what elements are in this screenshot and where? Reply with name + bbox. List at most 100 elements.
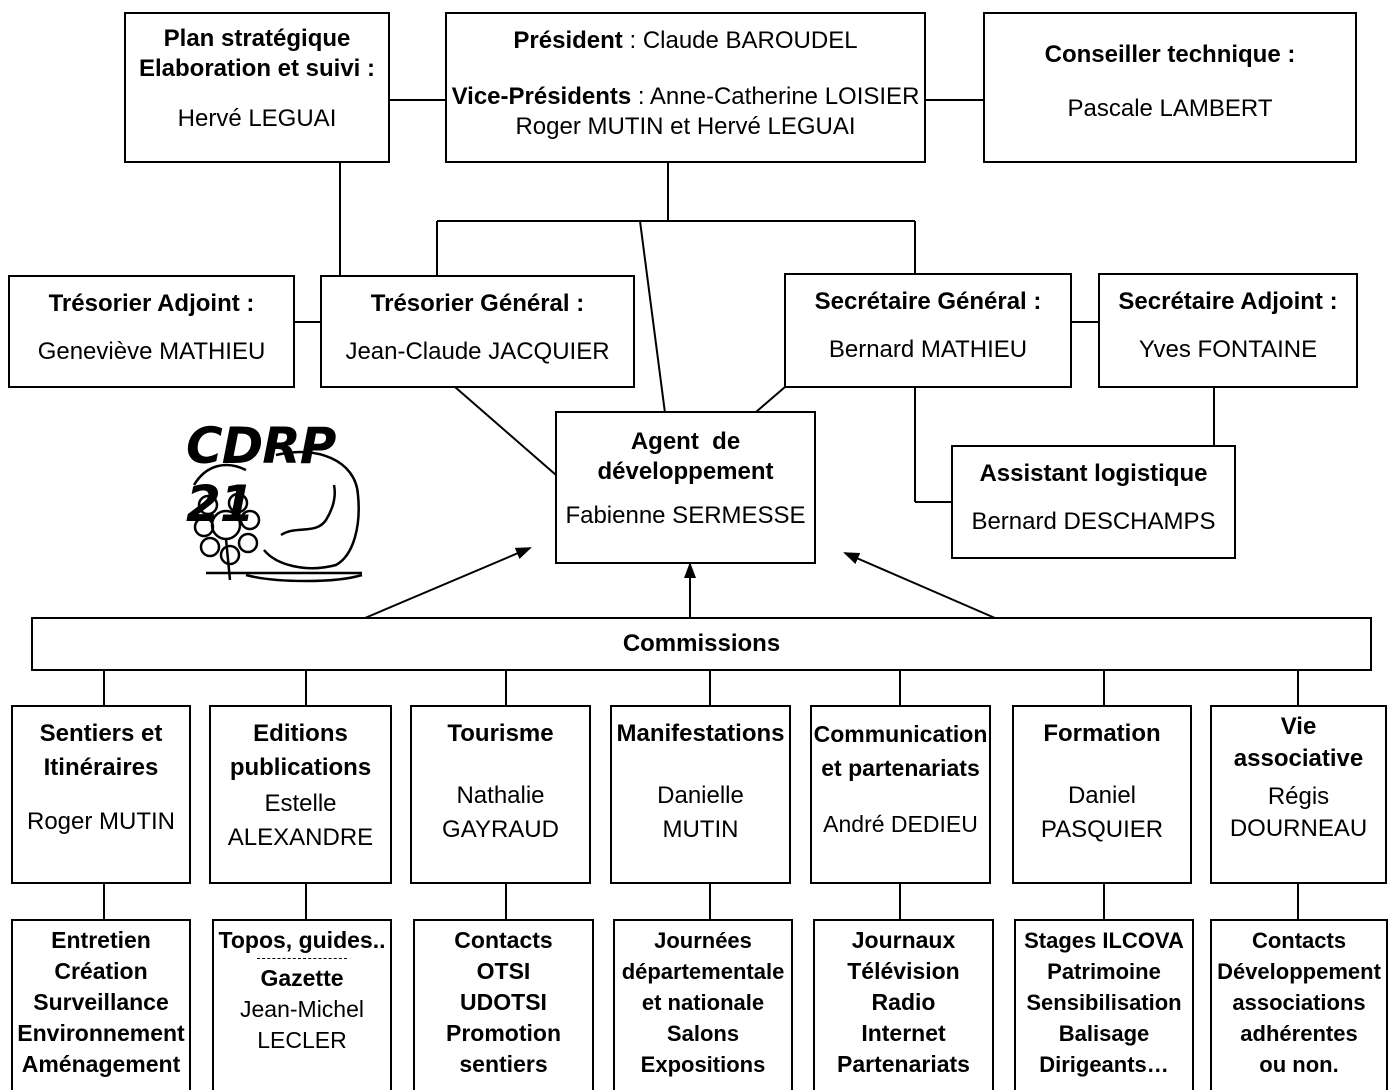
task-item: adhérentes: [1240, 1021, 1358, 1046]
commission-manifestations: Manifestations Danielle MUTIN: [610, 705, 791, 884]
task-item: Patrimoine: [1047, 959, 1161, 984]
plan-name: Hervé LEGUAI: [177, 105, 337, 132]
president-sep: :: [622, 27, 643, 54]
secretaire-adjoint-title: Secrétaire Adjoint :: [1118, 288, 1338, 315]
commission-communication: Communication et partenariats André DEDI…: [810, 705, 991, 884]
line-tresorier-agent: [454, 386, 557, 476]
tasks-formation: Stages ILCOVA Patrimoine Sensibilisation…: [1014, 919, 1194, 1090]
commission-title: Tourisme: [447, 720, 554, 747]
task-item: Salons: [666, 1021, 740, 1046]
task-item: Gazette: [260, 965, 344, 991]
secretaire-adjoint-box: Secrétaire Adjoint : Yves FONTAINE: [1098, 273, 1358, 388]
commissions-title: Commissions: [622, 630, 781, 657]
task-item: Télévision: [847, 958, 960, 984]
line-secretaire-agent: [755, 386, 786, 413]
commission-name: DOURNEAU: [1229, 815, 1368, 842]
conseiller-title: Conseiller technique :: [1044, 41, 1296, 68]
commission-title: associative: [1233, 745, 1364, 772]
task-item: Contacts: [1251, 928, 1347, 953]
task-item: Promotion: [446, 1020, 561, 1046]
secretaire-general-box: Secrétaire Général : Bernard MATHIEU: [784, 273, 1072, 388]
tasks-vie-associative: Contacts Développement associations adhé…: [1210, 919, 1388, 1090]
commission-title: Communication: [813, 721, 988, 747]
secretaire-general-name: Bernard MATHIEU: [828, 336, 1028, 363]
task-item: UDOTSI: [460, 989, 547, 1015]
commission-name: Danielle: [657, 782, 744, 809]
commission-name: Estelle: [264, 790, 337, 817]
task-item: sentiers: [459, 1051, 548, 1077]
commission-name: MUTIN: [662, 816, 739, 843]
agent-box: Agent de développement Fabienne SERMESSE: [555, 411, 816, 564]
commission-name: Daniel: [1067, 782, 1137, 809]
vp-sep: :: [631, 83, 650, 110]
dashed-divider: [257, 958, 347, 959]
tasks-tourisme: Contacts OTSI UDOTSI Promotion sentiers: [413, 919, 594, 1090]
commission-name: Nathalie: [456, 782, 545, 809]
commission-name: GAYRAUD: [442, 816, 559, 843]
task-item: Journées: [654, 928, 752, 953]
agent-title-1: Agent de: [630, 428, 741, 455]
president-name: Claude BAROUDEL: [642, 27, 858, 54]
tresorier-adjoint-box: Trésorier Adjoint : Geneviève MATHIEU: [8, 275, 295, 388]
line-bar-agent: [639, 220, 666, 414]
task-item: Partenariats: [837, 1051, 970, 1077]
commission-name: Roger MUTIN: [26, 808, 176, 835]
logo-text: CDRP 21: [186, 417, 336, 533]
secretaire-adjoint-name: Yves FONTAINE: [1138, 336, 1318, 363]
tresorier-general-box: Trésorier Général : Jean-Claude JACQUIER: [320, 275, 635, 388]
task-item: Expositions: [640, 1052, 766, 1077]
commission-vie-associative: Vie associative Régis DOURNEAU: [1210, 705, 1387, 884]
tasks-editions: Topos, guides.. Gazette Jean-Michel LECL…: [212, 919, 392, 1090]
task-item: Entretien: [51, 927, 151, 953]
commission-editions: Editions publications Estelle ALEXANDRE: [209, 705, 392, 884]
task-item: Aménagement: [21, 1051, 181, 1077]
commission-formation: Formation Daniel PASQUIER: [1012, 705, 1192, 884]
commissions-bar: Commissions: [31, 617, 1372, 671]
task-item: départementale: [621, 959, 785, 984]
tresorier-general-name: Jean-Claude JACQUIER: [345, 338, 610, 365]
commission-name: PASQUIER: [1040, 816, 1164, 843]
tasks-communication: Journaux Télévision Radio Internet Parte…: [813, 919, 994, 1090]
task-item: Contacts: [454, 927, 553, 953]
president-label: Président: [513, 27, 623, 54]
commission-title: Sentiers et: [39, 720, 163, 747]
plan-title-1: Plan stratégique: [163, 25, 351, 52]
plan-strategique-box: Plan stratégique Elaboration et suivi : …: [124, 12, 390, 163]
task-item: Balisage: [1058, 1021, 1150, 1046]
tasks-sentiers: Entretien Création Surveillance Environn…: [11, 919, 191, 1090]
task-item: Jean-Michel: [240, 996, 364, 1022]
task-item: Internet: [861, 1020, 946, 1046]
commission-sentiers: Sentiers et Itinéraires Roger MUTIN: [11, 705, 191, 884]
task-item: LECLER: [257, 1027, 347, 1053]
commission-title: Manifestations: [616, 720, 785, 747]
assistant-title: Assistant logistique: [979, 460, 1208, 487]
task-item: Journaux: [851, 927, 956, 953]
vp-name-1: Anne-Catherine LOISIER: [649, 83, 920, 110]
assistant-name: Bernard DESCHAMPS: [971, 508, 1216, 535]
task-item: Développement: [1217, 959, 1381, 984]
conseiller-name: Pascale LAMBERT: [1067, 95, 1273, 122]
task-item: Dirigeants…: [1039, 1052, 1169, 1077]
tresorier-general-title: Trésorier Général :: [370, 290, 585, 317]
task-item: OTSI: [476, 958, 531, 984]
commission-title: Vie: [1280, 713, 1317, 740]
vp-label: Vice-Présidents: [451, 83, 632, 110]
task-item: Environnement: [17, 1020, 185, 1046]
secretaire-general-title: Secrétaire Général :: [814, 288, 1042, 315]
agent-title-2: développement: [597, 458, 774, 485]
task-item: Radio: [871, 989, 936, 1015]
tresorier-adjoint-title: Trésorier Adjoint :: [48, 290, 255, 317]
commission-name: ALEXANDRE: [227, 824, 374, 851]
task-item: Création: [54, 958, 148, 984]
commission-title: Editions: [253, 720, 348, 747]
vp-name-2: Roger MUTIN et Hervé LEGUAI: [515, 113, 856, 140]
task-item: Topos, guides..: [218, 927, 386, 953]
assistant-box: Assistant logistique Bernard DESCHAMPS: [951, 445, 1236, 559]
commission-title: et partenariats: [821, 755, 980, 781]
task-item: Stages ILCOVA: [1024, 928, 1184, 953]
logo-drawing: [192, 450, 363, 583]
task-item: associations: [1232, 990, 1366, 1015]
commission-name: André DEDIEU: [823, 811, 978, 837]
commission-title: Formation: [1043, 720, 1161, 747]
